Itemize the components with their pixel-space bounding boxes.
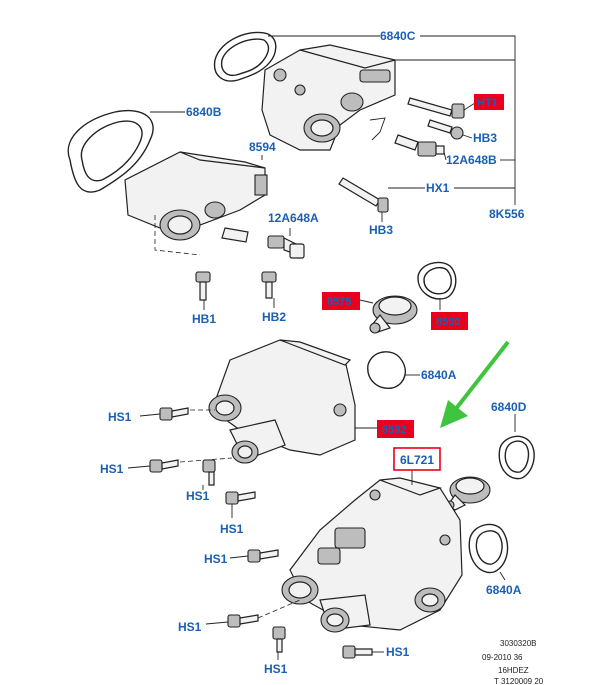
leader-HS1-e: [229, 555, 249, 559]
label-HB3-upper: HB3: [473, 131, 497, 145]
thermostat-8575: [369, 295, 418, 334]
outline-6L721: [393, 447, 441, 471]
housing-8594: [124, 151, 268, 243]
leader-HS1-a: [139, 413, 161, 417]
gasket-6840C: [213, 31, 277, 82]
leader-HS1-b: [127, 465, 151, 469]
label-HX1: HX1: [426, 181, 450, 195]
label-8575: 8575: [327, 296, 351, 308]
label-8592: 8592: [382, 424, 406, 436]
label-HS1-e: HS1: [204, 552, 228, 566]
indicator-arrow: [440, 340, 510, 428]
highlight-8590: [431, 312, 468, 330]
sensor-12A648B: [394, 134, 445, 157]
label-HT1: HT1: [477, 97, 498, 109]
label-8K556: 8K556: [489, 207, 525, 221]
label-HB2: HB2: [262, 310, 286, 324]
label-6840D: 6840D: [491, 400, 527, 414]
ref-code-4: T 3120009 20: [494, 677, 544, 685]
housing-6L721: [281, 477, 463, 633]
label-HS1-f: HS1: [178, 620, 202, 634]
leader-8575: [359, 299, 374, 304]
label-HS1-h: HS1: [386, 645, 410, 659]
bolt-HB2: [261, 271, 277, 299]
bolt-HT1: [407, 97, 465, 119]
bolt-HS1-d: [225, 491, 256, 505]
label-HS1-a: HS1: [108, 410, 132, 424]
gasket-6840B-inner: [80, 120, 143, 182]
ref-code-3: 16HDEZ: [498, 666, 529, 675]
thermostat-bottom: [445, 476, 491, 511]
label-HS1-d: HS1: [220, 522, 244, 536]
gasket-6840A-top: [367, 351, 406, 389]
label-6840A-bottom: 6840A: [486, 583, 522, 597]
gasket-6840B: [67, 110, 154, 193]
housing-8592: [208, 339, 356, 464]
label-HB3-lower: HB3: [369, 223, 393, 237]
bolt-HX1: [338, 177, 389, 213]
seal-6840D: [498, 435, 535, 480]
label-HS1-g: HS1: [264, 662, 288, 676]
bolt-HS1-g: [272, 626, 286, 653]
bolt-HB1: [195, 271, 211, 301]
label-HB1: HB1: [192, 312, 216, 326]
ref-code-1: 3030320B: [500, 639, 536, 648]
label-12A648B: 12A648B: [446, 153, 497, 167]
gasket-6840C-inner: [220, 38, 270, 77]
label-12A648A: 12A648A: [268, 211, 319, 225]
leader-HT1: [463, 102, 476, 111]
bolt-HS1-e: [247, 549, 279, 563]
label-8590: 8590: [436, 316, 460, 328]
bolt-HB3-upper: [427, 119, 464, 140]
leader-6840C-2: [420, 35, 516, 205]
seal-6840D-inner: [504, 440, 530, 473]
label-8594: 8594: [249, 140, 276, 154]
label-6840A-top: 6840A: [421, 368, 457, 382]
bolt-HS1-c: [202, 459, 216, 486]
highlight-8575: [322, 292, 360, 310]
label-HS1-b: HS1: [100, 462, 124, 476]
gasket-6840A-bottom-inner: [475, 530, 503, 565]
leader-HS1-f: [205, 621, 229, 625]
ref-code-2: 09-2010 36: [482, 653, 523, 662]
label-6840C: 6840C: [380, 29, 416, 43]
leader-6840A-bot: [499, 571, 506, 581]
seal-8590: [417, 261, 457, 300]
dash-8594: [154, 215, 201, 256]
label-6840B: 6840B: [186, 105, 222, 119]
sensor-12A648A: [267, 235, 305, 259]
label-6L721: 6L721: [400, 453, 434, 467]
bolt-HS1-a: [159, 407, 189, 421]
leader-HB3: [462, 134, 473, 139]
bolt-HS1-f: [227, 614, 259, 628]
highlight-HT1: [474, 94, 504, 110]
spring-clip: [369, 117, 386, 141]
leader-12A648B: [443, 151, 447, 161]
gasket-6840A-bottom: [468, 523, 509, 574]
seal-8590-inner: [423, 266, 452, 295]
highlight-8592: [377, 420, 414, 438]
upper-thermostat-housing: [261, 44, 396, 151]
bolt-HS1-h: [342, 645, 373, 659]
bolt-HS1-b: [149, 459, 179, 473]
label-HS1-c: HS1: [186, 489, 210, 503]
